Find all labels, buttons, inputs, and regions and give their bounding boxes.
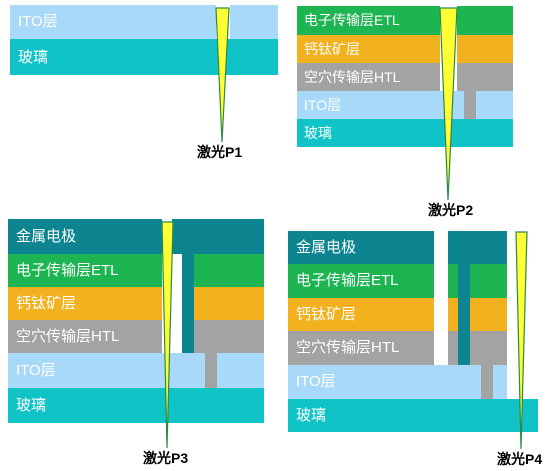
p2-htl-layer-right	[457, 63, 513, 91]
p4-etl-layer-left	[288, 264, 434, 298]
p3-etl-label: 电子传输层ETL	[16, 262, 119, 279]
p4-htl-block-mid	[448, 331, 458, 365]
p2-perovskite-label: 钙钛矿层	[304, 41, 360, 57]
p3-electrode-channel	[182, 254, 194, 353]
p3-etl-layer-right	[194, 254, 264, 287]
p2-ito-layer-right	[476, 91, 513, 119]
p3-laser-label: 激光P3	[143, 450, 189, 466]
p4-electrode-channel	[458, 264, 470, 365]
p4-ito-layer-right	[493, 365, 507, 399]
p2-ito-layer-left	[297, 91, 464, 119]
p4-ito-gap-fill	[481, 365, 493, 399]
p2-htl-label: 空穴传输层HTL	[304, 69, 401, 85]
p3-ito-layer-left	[8, 353, 205, 388]
p1-ito-label: ITO层	[18, 13, 58, 30]
p4-ito-layer-left	[288, 365, 481, 399]
p2-perovskite-layer-left	[297, 35, 440, 63]
p3-htl-layer-left	[8, 320, 162, 353]
p3-glass-layer	[8, 388, 264, 423]
p4-perovskite-layer-right	[470, 298, 507, 331]
p1-laser-label: 激光P1	[197, 144, 243, 160]
p4-laser-label: 激光P4	[497, 451, 543, 467]
p3-glass-label: 玻璃	[16, 397, 47, 414]
p3-ito-layer-right	[217, 353, 264, 388]
p3-electrode-layer-right	[172, 219, 264, 254]
p4-ito-label: ITO层	[296, 373, 336, 390]
p4-etl-label: 电子传输层ETL	[296, 272, 399, 289]
p4-etl-block-mid	[448, 264, 458, 298]
p3-electrode-label: 金属电极	[16, 228, 77, 245]
p2-laser-label: 激光P2	[428, 202, 474, 218]
p4-electrode-layer-left	[288, 231, 434, 264]
p2-etl-layer-right	[457, 6, 513, 35]
p2-etl-layer-left	[297, 6, 440, 35]
p4-htl-label: 空穴传输层HTL	[296, 339, 400, 356]
p1-glass-layer	[10, 39, 278, 75]
p2-glass-layer	[297, 119, 513, 147]
p4-htl-layer-right	[470, 331, 507, 365]
p4-perovskite-layer-left	[288, 298, 434, 331]
p3-perovskite-label: 钙钛矿层	[16, 295, 77, 312]
p3-electrode-layer-left	[8, 219, 162, 254]
p1-ito-layer-left	[10, 5, 216, 39]
p2-htl-layer-left	[297, 63, 440, 91]
p2-etl-label: 电子传输层ETL	[304, 12, 400, 28]
p4-perovskite-label: 钙钛矿层	[296, 306, 357, 323]
p4-electrode-layer-right	[448, 231, 507, 264]
p3-perovskite-layer-right	[194, 287, 264, 320]
p3-ito-gap-fill	[205, 353, 217, 388]
p3-htl-label: 空穴传输层HTL	[16, 328, 120, 345]
p3-perovskite-layer-left	[8, 287, 162, 320]
p4-perovskite-block-mid	[448, 298, 458, 331]
p1-glass-label: 玻璃	[18, 49, 49, 66]
p3-htl-layer-right	[194, 320, 264, 353]
p2-glass-label: 玻璃	[304, 125, 332, 141]
p2-ito-gap-fill	[464, 91, 476, 119]
p4-htl-layer-left	[288, 331, 434, 365]
p3-etl-layer-left	[8, 254, 162, 287]
p3-ito-label: ITO层	[16, 362, 56, 379]
p4-etl-layer-right	[470, 264, 507, 298]
p4-electrode-label: 金属电极	[296, 239, 357, 256]
p4-glass-layer	[288, 399, 538, 432]
p2-perovskite-layer-right	[457, 35, 513, 63]
p1-ito-layer-right	[230, 5, 278, 39]
p2-ito-label: ITO层	[304, 97, 342, 113]
p4-glass-label: 玻璃	[296, 407, 327, 424]
